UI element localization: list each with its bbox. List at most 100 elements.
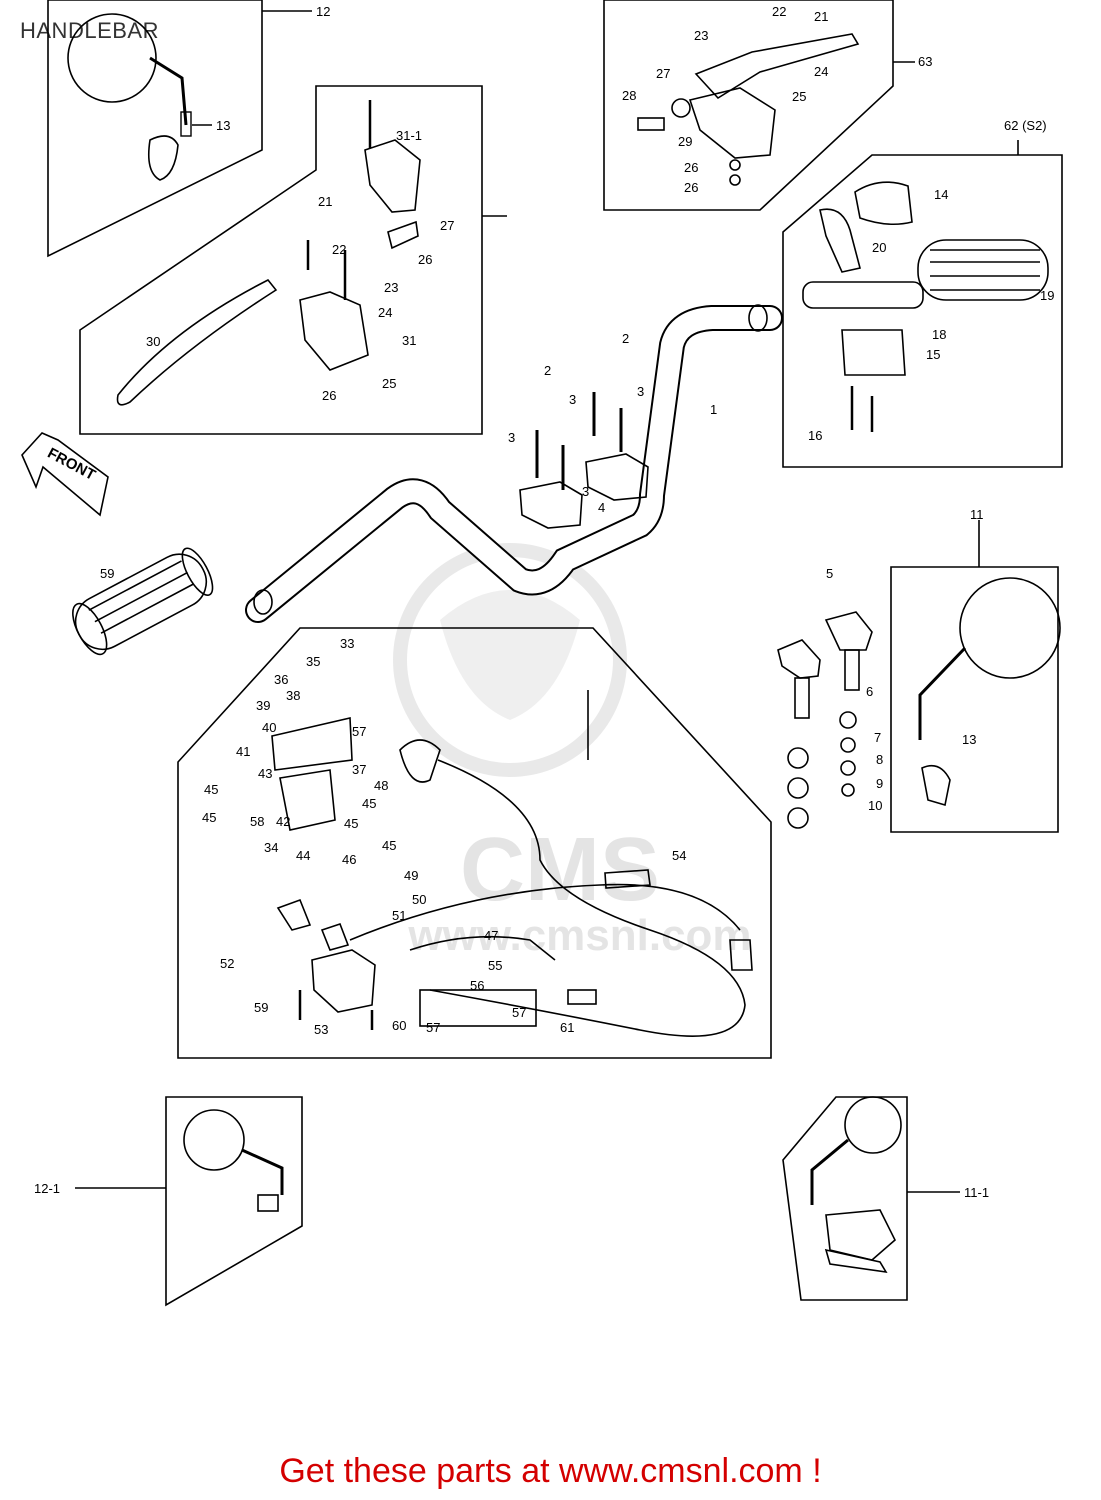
- callout-51: 53: [314, 1022, 328, 1037]
- callout-50: 52: [220, 956, 234, 971]
- callout-28b: 28: [622, 88, 636, 103]
- front-arrow: [21, 432, 109, 517]
- callout-26b: 26: [684, 180, 698, 195]
- callout-6: 6: [866, 684, 873, 699]
- callout-45d: 46: [342, 852, 356, 867]
- callout-59b: 60: [392, 1018, 406, 1033]
- callout-53: 55: [488, 958, 502, 973]
- callout-14: 14: [934, 187, 948, 202]
- callout-28: 27: [440, 218, 454, 233]
- callout-3d: 3: [582, 484, 589, 499]
- callout-36: 38: [286, 688, 300, 703]
- group-box-62: [603, 0, 894, 211]
- callout-38: 40: [262, 720, 276, 735]
- callout-27b: 27: [656, 66, 670, 81]
- throttle-grip: [917, 239, 1049, 301]
- callout-55: 57: [426, 1020, 440, 1035]
- watermark: CMS www.cmsnl.com: [393, 543, 752, 960]
- group-box-63: [79, 85, 483, 435]
- group-box-64: [177, 627, 772, 1059]
- callout-57: 57: [352, 724, 366, 739]
- callout-40: 42: [276, 814, 290, 829]
- callout-37: 39: [256, 698, 270, 713]
- callout-58: 59: [100, 566, 114, 581]
- callout-59: 59: [254, 1000, 268, 1015]
- callout-12: 12: [316, 4, 330, 19]
- callout-44: 45: [204, 782, 218, 797]
- mirror-head: [959, 577, 1061, 679]
- callout-13b: 13: [962, 732, 976, 747]
- callout-52: 54: [672, 848, 686, 863]
- callout-60: 61: [560, 1020, 574, 1035]
- callout-41: 43: [258, 766, 272, 781]
- callout-12-1: 12-1: [34, 1181, 60, 1196]
- callout-43: 45: [344, 816, 358, 831]
- callout-26: 26: [322, 388, 336, 403]
- callout-62-s2: 63: [918, 54, 932, 69]
- callout-17: 18: [932, 327, 946, 342]
- callout-16: 16: [808, 428, 822, 443]
- callout-46: 48: [374, 778, 388, 793]
- callout-13: 13: [216, 118, 230, 133]
- callout-32: 33: [340, 636, 354, 651]
- left-grip: [72, 547, 214, 656]
- callout-5: 5: [826, 566, 833, 581]
- watermark-url: www.cmsnl.com: [407, 911, 751, 960]
- callout-19: 20: [872, 240, 886, 255]
- diagram-title: HANDLEBAR: [20, 18, 159, 43]
- callout-25b: 26: [684, 160, 698, 175]
- callout-3c: 3: [508, 430, 515, 445]
- callout-45c: 45: [382, 838, 396, 853]
- group-box-61: [782, 154, 1063, 468]
- group-box-11-1: [782, 1096, 908, 1301]
- callout-8: 8: [876, 752, 883, 767]
- group-box-11: [890, 566, 1059, 833]
- callout-54: 56: [470, 978, 484, 993]
- callout-21: 21: [318, 194, 332, 209]
- holder-left: [519, 481, 583, 529]
- callout-30: 30: [146, 334, 160, 349]
- callout-9: 9: [876, 776, 883, 791]
- callout-31-1: 31-1: [396, 128, 422, 143]
- callout-49: 51: [392, 908, 406, 923]
- callout-47: 49: [404, 868, 418, 883]
- callout-21b: 22: [772, 4, 786, 19]
- callout-23: 23: [384, 280, 398, 295]
- callout-35: 37: [352, 762, 366, 777]
- callout-11-1: 11-1: [964, 1185, 989, 1200]
- callout-29: 29: [678, 134, 692, 149]
- callout-33: 35: [306, 654, 320, 669]
- callout-24: 24: [378, 305, 392, 320]
- callout-2: 2: [544, 363, 551, 378]
- callout-56: 57: [512, 1005, 526, 1020]
- callout-23b: 24: [814, 64, 828, 79]
- callout-11: 11: [970, 507, 984, 522]
- callout-7: 7: [874, 730, 881, 745]
- callout-34: 36: [274, 672, 288, 687]
- callout-61: 62 (S2): [1004, 118, 1047, 133]
- callout-57b: 58: [250, 814, 264, 829]
- callout-10: 10: [868, 798, 882, 813]
- callout-31: 31: [402, 333, 416, 348]
- callout-18: 19: [1040, 288, 1054, 303]
- callout-24b: 25: [792, 89, 806, 104]
- callout-15: 15: [926, 347, 940, 362]
- callout-48: 50: [412, 892, 426, 907]
- mirror-head: [844, 1096, 902, 1154]
- callout-20: 21: [814, 9, 828, 24]
- callout-2b: 2: [622, 331, 629, 346]
- callout-45e: 47: [484, 928, 498, 943]
- callout-39: 41: [236, 744, 250, 759]
- callout-4: 4: [598, 500, 605, 515]
- callout-45b: 45: [202, 810, 216, 825]
- callout-45: 45: [362, 796, 376, 811]
- callout-32b: 34: [264, 840, 278, 855]
- callout-27: 26: [418, 252, 432, 267]
- footer-cta[interactable]: Get these parts at www.cmsnl.com !: [279, 1452, 822, 1490]
- callout-3b: 3: [637, 384, 644, 399]
- callout-25: 25: [382, 376, 396, 391]
- callout-42: 44: [296, 848, 310, 863]
- watermark-logo: CMS: [460, 820, 660, 920]
- callout-22: 22: [332, 242, 346, 257]
